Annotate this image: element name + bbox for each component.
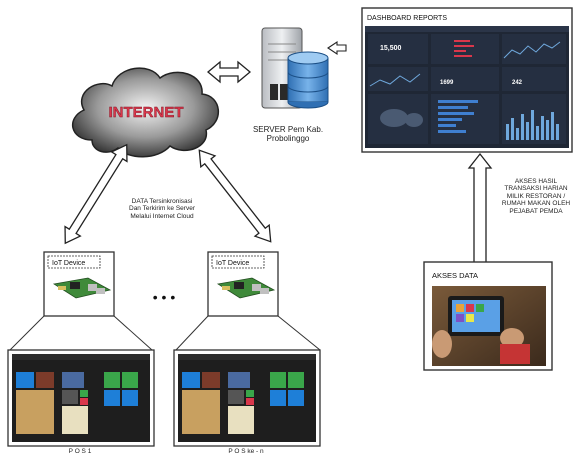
ellipsis-dots: • • •	[153, 289, 176, 305]
server-caption: SERVER Pem Kab. Probolinggo	[236, 125, 340, 143]
access-note: AKSES HASIL TRANSAKSI HARIAN MILIK RESTO…	[494, 178, 578, 215]
internet-label: INTERNET	[109, 104, 184, 121]
access-note-line5: PEJABAT PEMDA	[509, 207, 563, 215]
access-note-line3: MILIK RESTORAN /	[506, 192, 566, 200]
iot-left-label: IoT Device	[52, 260, 85, 267]
arrow-cloud-pos1	[64, 143, 128, 245]
database-icon	[287, 51, 329, 109]
server-caption-line2: Probolinggo	[266, 134, 310, 144]
iot-right-label: IoT Device	[216, 260, 249, 267]
iot-device-right: IoT Device	[207, 251, 279, 317]
access-data-box: AKSES DATA	[423, 261, 553, 371]
dashboard-panel: DASHBOARD REPORTS 15,500 1699 242	[361, 7, 573, 153]
access-box-title: AKSES DATA	[432, 271, 478, 280]
dashboard-metric-2: 1699	[440, 80, 454, 86]
iot-device-left: IoT Device	[43, 251, 115, 317]
sync-note-line3: Melalui Internet Cloud	[130, 212, 194, 220]
pos-left-caption: P O S 1	[68, 448, 92, 455]
access-note-line4: RUMAH MAKAN OLEH	[501, 200, 571, 208]
arrow-cloud-server	[206, 60, 252, 84]
dashboard-title: DASHBOARD REPORTS	[367, 15, 447, 22]
server-caption-line1: SERVER Pem Kab.	[252, 125, 324, 134]
pos-screen-left	[7, 349, 155, 447]
arrow-cloud-posn	[198, 149, 272, 243]
sync-note: DATA Tersinkronisasi Dan Terkirim ke Ser…	[104, 198, 220, 220]
cloud-icon	[71, 67, 220, 158]
raspberry-pi-board-icon	[216, 277, 276, 299]
internet-cloud: INTERNET	[71, 67, 220, 158]
pos-screen-right	[173, 349, 321, 447]
dashboard-metric-3: 242	[512, 80, 523, 86]
access-note-line1: AKSES HASIL	[514, 178, 558, 185]
raspberry-pi-board-icon	[52, 277, 112, 299]
arrow-server-dashboard	[327, 40, 347, 56]
access-note-line2: TRANSAKSI HARIAN	[504, 185, 568, 193]
pos-right-caption: P O S ke - n	[228, 448, 264, 455]
dashboard-metric-1: 15,500	[380, 45, 402, 52]
sync-note-line2: Dan Terkirim ke Server	[129, 205, 195, 213]
sync-note-line1: DATA Tersinkronisasi	[131, 198, 193, 205]
